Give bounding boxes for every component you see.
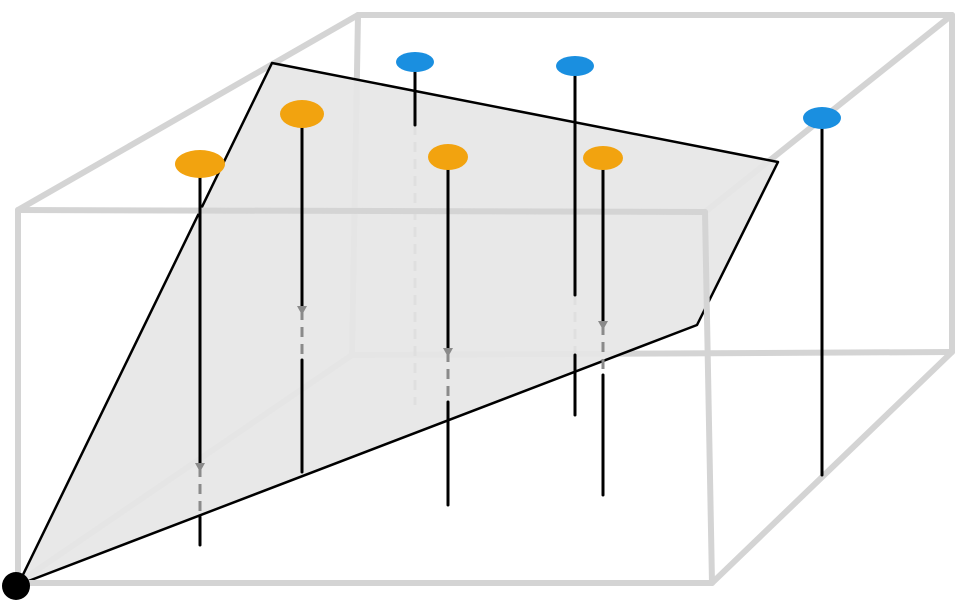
box-front-edges xyxy=(15,207,715,586)
data-point-below xyxy=(280,100,324,474)
box-edge xyxy=(702,209,715,586)
data-point-above xyxy=(803,107,841,477)
point-head-above xyxy=(803,107,841,129)
point-head-below xyxy=(280,100,324,128)
origin-point xyxy=(2,572,30,600)
data-point-below xyxy=(428,144,468,507)
point-head-below xyxy=(583,146,623,170)
box-edge xyxy=(15,12,361,213)
stem-arrowhead xyxy=(195,463,205,472)
data-point-above xyxy=(556,56,594,417)
point-head-below xyxy=(428,144,468,170)
point-head-below xyxy=(175,150,225,178)
separating-plane xyxy=(16,61,780,587)
data-point-below xyxy=(583,146,623,497)
point-head-above xyxy=(396,52,434,72)
box-edge xyxy=(709,349,955,586)
stem-arrowhead xyxy=(598,321,608,330)
data-point-above xyxy=(396,52,434,127)
box-edge xyxy=(15,207,708,215)
data-point-below xyxy=(175,150,225,547)
point-head-above xyxy=(556,56,594,76)
stem-arrowhead xyxy=(443,348,453,357)
data-points xyxy=(175,52,841,547)
stem-arrowhead xyxy=(297,306,307,315)
